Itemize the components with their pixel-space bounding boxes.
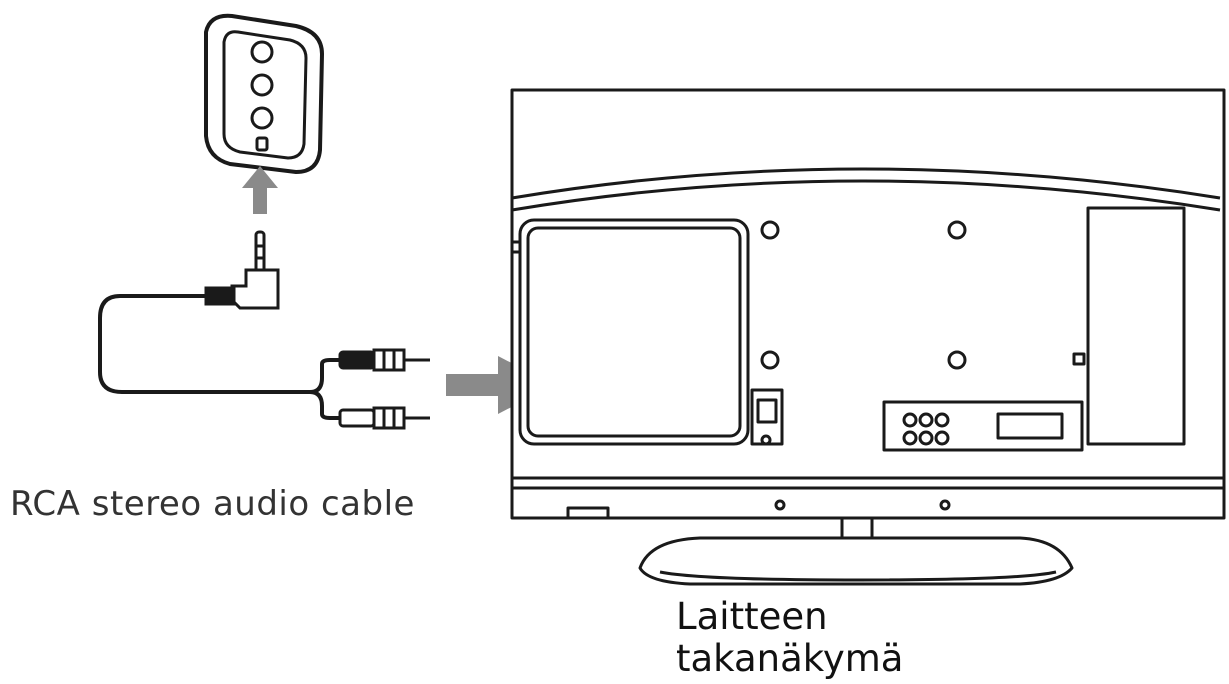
arrow-up-icon [242,166,278,214]
device-label: Laitteen takanäkymä [676,596,903,680]
rca-plug-icon [338,348,430,430]
device-label-line1: Laitteen [676,595,828,638]
tv-rear-icon [510,88,1226,586]
device-label-line2: takanäkymä [676,637,904,680]
cable-line [98,294,342,420]
speaker-panel-icon [204,13,324,174]
audio-plug-icon [204,230,280,310]
cable-label: RCA stereo audio cable [10,484,415,524]
